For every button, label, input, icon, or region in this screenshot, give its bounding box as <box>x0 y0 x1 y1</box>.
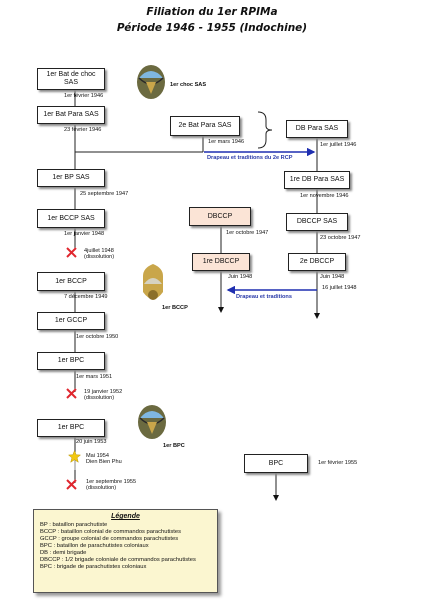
dissolution-date-label: 1er septembre 1955 (dissolution) <box>86 479 137 491</box>
box-db-para-sas-1: 1re DB Para SAS <box>284 171 350 189</box>
date-label: 23 octobre 1947 <box>320 235 361 241</box>
box-bccp: 1er BCCP <box>37 272 105 291</box>
box-db-para-sas: DB Para SAS <box>286 120 348 138</box>
para-emblem-icon <box>138 405 166 439</box>
box-dbccp-sas: DBCCP SAS <box>286 213 348 231</box>
date-label: 1er février 1946 <box>64 93 104 99</box>
box-bccp-sas: 1er BCCP SAS <box>37 209 105 228</box>
dissolution-cross-icon <box>66 388 77 399</box>
emblem-label-choc: 1er choc SAS <box>170 82 207 88</box>
date-label: 23 février 1946 <box>64 127 102 133</box>
legend-line: BPC : bataillon de parachutistes colonia… <box>40 543 149 549</box>
date-label: 7 décembre 1949 <box>64 294 108 300</box>
emblem-label-bccp: 1er BCCP <box>162 305 188 311</box>
date-label: 25 septembre 1947 <box>80 191 129 197</box>
dissolution-date-label: 19 janvier 1952 (dissolution) <box>84 389 123 401</box>
legend-line: BCCP : bataillon colonial de commandos p… <box>40 529 182 535</box>
box-bat-para-sas: 1er Bat Para SAS <box>37 106 105 124</box>
dissolution-date-label: 4juillet 1948 (dissolution) <box>84 248 115 260</box>
box-bat-para-sas-2: 2e Bat Para SAS <box>170 116 240 136</box>
date-label: 1er janvier 1948 <box>64 231 105 237</box>
box-bpc-1: 1er BPC <box>37 352 105 370</box>
legend-line: BPC : brigade de parachutistes coloniaux <box>40 564 147 570</box>
date-label: 1er mars 1946 <box>208 139 245 145</box>
box-bpc-2: 1er BPC <box>37 419 105 437</box>
date-label: 1er juillet 1946 <box>320 142 357 148</box>
box-bat-choc-sas: 1er Bat de choc SAS <box>37 68 105 90</box>
box-bpc: BPC <box>244 454 308 473</box>
date-label: 1er novembre 1946 <box>300 193 349 199</box>
box-bp-sas: 1er BP SAS <box>37 169 105 187</box>
date-label: 1er octobre 1950 <box>76 334 119 340</box>
date-label: Juin 1948 <box>228 274 253 280</box>
date-label: 16 juillet 1948 <box>322 285 357 291</box>
legend-title: Légende <box>111 513 140 520</box>
para-emblem-icon <box>137 65 165 99</box>
legend-line: GCCP : groupe colonial de commandos para… <box>40 536 179 542</box>
date-label: 1er octobre 1947 <box>226 230 269 236</box>
title-line-1: Filiation du 1er RPIMa <box>146 6 278 18</box>
date-label: 1er février 1955 <box>318 460 358 466</box>
legend-line: BP : bataillon parachutiste <box>40 522 108 528</box>
title-line-2: Période 1946 - 1955 (Indochine) <box>116 22 308 34</box>
emblem-label-bpc: 1er BPC <box>163 443 185 449</box>
legend-line: DB : demi brigade <box>40 550 87 556</box>
legend-line: DBCCP : 1/2 brigade coloniale de command… <box>40 557 196 563</box>
transfer-label-traditions: Drapeau et traditions <box>236 294 292 300</box>
legend: Légende BP : bataillon parachutiste BCCP… <box>33 509 218 593</box>
dien-bien-phu-label: Mai 1954 Dien Bien Phu <box>86 453 122 465</box>
box-dbccp-1: 1re DBCCP <box>192 253 250 271</box>
box-gccp: 1er GCCP <box>37 312 105 330</box>
box-dbccp: DBCCP <box>189 207 251 226</box>
dien-bien-phu-star-icon <box>68 450 81 463</box>
dissolution-cross-icon <box>66 247 77 258</box>
para-emblem-icon <box>143 264 163 300</box>
transfer-label-2e-rcp: Drapeau et traditions du 2e RCP <box>207 155 293 161</box>
date-label: 1er mars 1951 <box>76 374 113 380</box>
box-dbccp-2: 2e DBCCP <box>288 253 346 271</box>
date-label: 20 juin 1953 <box>76 439 107 445</box>
date-label: Juin 1948 <box>320 274 345 280</box>
dissolution-cross-icon <box>66 479 77 490</box>
